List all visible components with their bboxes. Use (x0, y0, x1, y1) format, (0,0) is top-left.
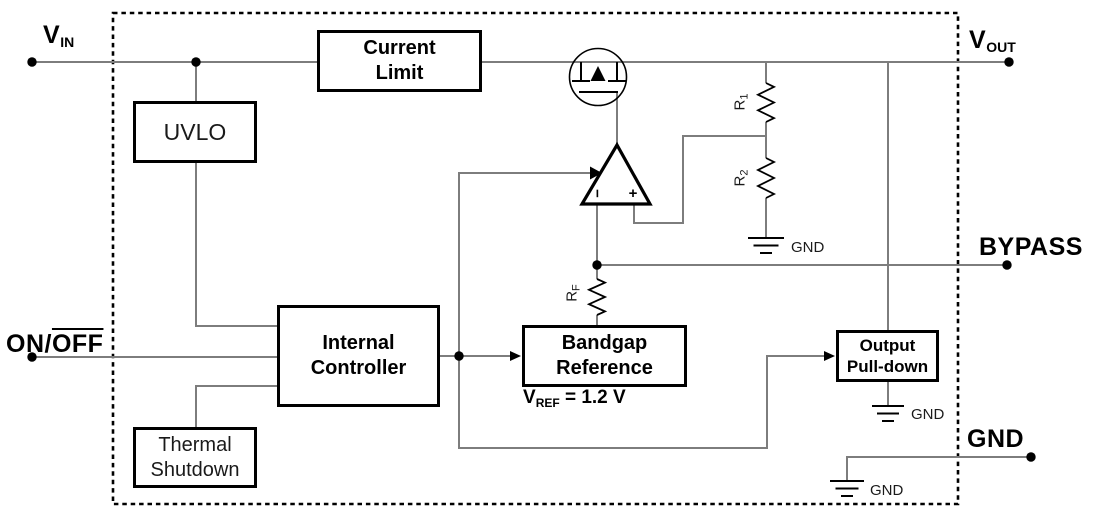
gnd-pin-label: GND (967, 425, 1024, 454)
opamp-plus-sign: + (629, 185, 638, 202)
thermal-to-controller-wire (195, 385, 277, 427)
pass-transistor-icon (568, 47, 628, 107)
arrow-into-opamp-icon (590, 166, 602, 180)
rf-label: RF (564, 284, 583, 302)
gnd-text: GND (967, 425, 1025, 453)
ground-symbols (748, 237, 904, 497)
noninverting-input-wire (633, 135, 766, 224)
arrow-into-pulldown-icon (824, 351, 835, 361)
vref-annotation: VREF = 1.2 V (523, 387, 626, 410)
r2-main: R (731, 175, 749, 187)
r2-label: R2 (732, 170, 751, 187)
r2-sub: 2 (738, 169, 751, 176)
rf-main: R (563, 290, 581, 302)
bypass-text: BYPASS (979, 233, 1083, 261)
r1-sub: 1 (738, 93, 751, 100)
ic-dashed-boundary (111, 11, 960, 506)
thermal-shutdown-block: Thermal Shutdown (133, 427, 257, 488)
arrow-into-bandgap-icon (510, 351, 521, 361)
bandgap-label-line1: Bandgap (561, 332, 648, 354)
vref-main: V (523, 387, 536, 408)
vref-value: = 1.2 V (559, 387, 626, 408)
vref-sub: REF (535, 396, 560, 410)
thermal-shutdown-label-line1: Thermal (158, 433, 232, 456)
uvlo-block: UVLO (133, 101, 257, 163)
thermal-shutdown-label-line2: Shutdown (150, 458, 240, 481)
uvlo-to-controller-wire (195, 163, 277, 327)
current-limit-label-line1: Current (363, 37, 436, 59)
output-pulldown-block: Output Pull-down (836, 330, 939, 382)
gnd-pin-wire (846, 456, 1031, 480)
bandgap-label-line2: Reference (556, 357, 653, 379)
internal-controller-label-line1: Internal (322, 332, 395, 354)
controller-feedback-route-wire (458, 172, 824, 449)
vout-pin-label: VOUT (969, 26, 1016, 55)
ground-label-divider: GND (791, 239, 825, 256)
r1-main: R (731, 99, 749, 111)
bypass-terminal-dot (1002, 260, 1012, 270)
resistor-r1-icon (755, 82, 777, 123)
resistor-r2-icon (755, 157, 777, 199)
opamp-triangle (579, 141, 653, 206)
transistor-terminals (572, 62, 626, 93)
resistors (586, 82, 777, 316)
output-pulldown-label-line2: Pull-down (846, 357, 929, 376)
transistor-arrow-icon (590, 66, 606, 81)
output-pulldown-label-line1: Output (859, 336, 916, 355)
transistor-circle (568, 47, 628, 107)
current-limit-block: Current Limit (317, 30, 482, 92)
vin-main: V (43, 21, 61, 49)
vin-pin-label: VIN (43, 21, 74, 50)
ground-icon-pulldown (872, 405, 904, 422)
vout-sub: OUT (986, 39, 1016, 55)
internal-controller-block: Internal Controller (277, 305, 440, 407)
rf-sub: F (570, 284, 583, 291)
uvlo-label: UVLO (163, 118, 227, 145)
wires (32, 61, 1031, 480)
onoff-off-part: OFF (51, 330, 104, 358)
current-limit-label-line2: Limit (375, 62, 424, 84)
ground-icon-pin (830, 480, 864, 497)
ground-label-pin: GND (870, 482, 904, 499)
r1-label: R1 (732, 94, 751, 111)
bypass-junction-dot (592, 260, 602, 270)
connection-dots (27, 57, 1036, 462)
bandgap-reference-block: Bandgap Reference (522, 325, 687, 387)
opamp-minus-sign: − (589, 189, 606, 198)
gnd-terminal-dot (1026, 452, 1036, 462)
arrowheads (510, 166, 835, 361)
vin-junction-dot (191, 57, 201, 67)
onoff-on-part: ON/ (6, 330, 52, 358)
resistor-rf-icon (586, 278, 608, 316)
vout-main: V (969, 26, 987, 54)
onoff-terminal-dot (27, 352, 37, 362)
bypass-pin-label: BYPASS (979, 233, 1083, 262)
onoff-pin-label: ON/OFF (6, 330, 103, 359)
error-amplifier-icon: − + (579, 141, 653, 206)
ground-label-pulldown: GND (911, 406, 945, 423)
controller-output-junction-dot (454, 351, 464, 361)
vin-terminal-dot (27, 57, 37, 67)
internal-controller-label-line2: Controller (310, 357, 407, 379)
ground-icon-divider (748, 237, 784, 254)
vout-terminal-dot (1004, 57, 1014, 67)
vin-sub: IN (60, 34, 75, 50)
